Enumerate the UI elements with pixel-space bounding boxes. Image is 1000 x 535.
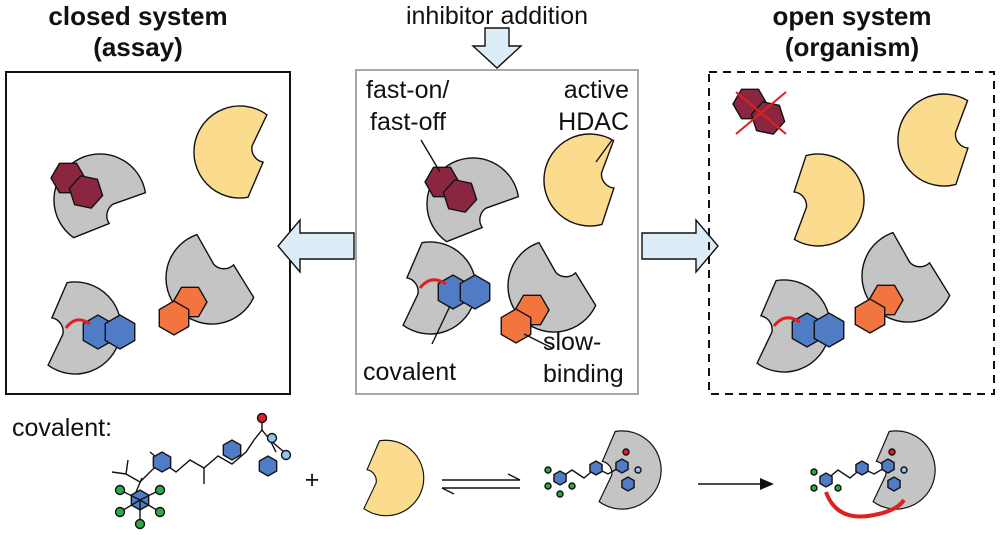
atom-lightblue [266, 432, 278, 444]
forward-arrow [698, 478, 774, 490]
covalent-bond-mark [64, 318, 91, 329]
covalent-bond-mark [824, 491, 906, 519]
hdac-complex-covalent [742, 272, 852, 378]
inhibitor-addition-label: inhibitor addition [406, 2, 588, 30]
equilibrium-arrows [441, 473, 521, 495]
covalent-scheme-label: covalent: [12, 414, 112, 442]
oxygen-atom [256, 412, 268, 424]
open-system-title: open system [773, 1, 932, 31]
cross-mark [735, 91, 787, 135]
closed-system-panel: closed system (assay) [5, 1, 291, 395]
inhibitor-box [355, 69, 639, 395]
arrow-to-open-system [641, 219, 719, 273]
open-system-panel: open system (organism) [708, 1, 995, 395]
slow-pointer-line [523, 333, 553, 349]
hdac-enzyme-free [185, 100, 282, 206]
plus-sign: + [305, 466, 320, 494]
hdac-complex-covalent [388, 234, 498, 340]
covalent-complex [810, 424, 942, 519]
fast-off-label: fast-off [370, 108, 446, 136]
fast-pointer-line [420, 139, 441, 173]
closed-system-title: closed system [48, 1, 227, 31]
noncovalent-complex [544, 424, 668, 514]
atom-lightblue [280, 449, 292, 461]
inhibitor-addition-arrow [472, 27, 522, 69]
active-pointer-line [595, 139, 613, 163]
covalent-inhibitor-molecule [111, 412, 292, 530]
hdac-enzyme-free [773, 142, 876, 254]
open-system-box [708, 71, 995, 395]
hdac-label: HDAC [558, 108, 629, 136]
atom-cluster-green [114, 484, 166, 530]
covalent-scheme: covalent: [12, 412, 942, 530]
hdac-complex-slow [150, 227, 269, 340]
hdac-complex-covalent [33, 274, 143, 380]
covalent-bond-mark [418, 278, 447, 289]
covalent-bond-mark [772, 316, 801, 327]
slow-label: slow- [543, 328, 601, 356]
binding-label: binding [543, 360, 624, 388]
open-system-subtitle: (organism) [785, 32, 919, 62]
covalent-pointer-line [431, 305, 451, 345]
hdac-enzyme-free [886, 86, 989, 198]
hdac-complex-slow [846, 225, 965, 338]
aromatic-ring [254, 452, 282, 480]
hdac-enzyme-free [352, 433, 431, 521]
inhibitor-panel: inhibitor addition fast-on/ fast-off act… [355, 2, 639, 395]
active-label: active [564, 76, 629, 104]
aromatic-ring [148, 448, 176, 476]
covalent-label: covalent [363, 358, 456, 386]
hdac-complex-fast [35, 135, 155, 258]
cleared-inhibitor [732, 88, 789, 137]
hdac-enzyme-free [532, 126, 635, 238]
closed-system-subtitle: (assay) [93, 32, 183, 62]
fast-on-label: fast-on/ [366, 76, 449, 104]
